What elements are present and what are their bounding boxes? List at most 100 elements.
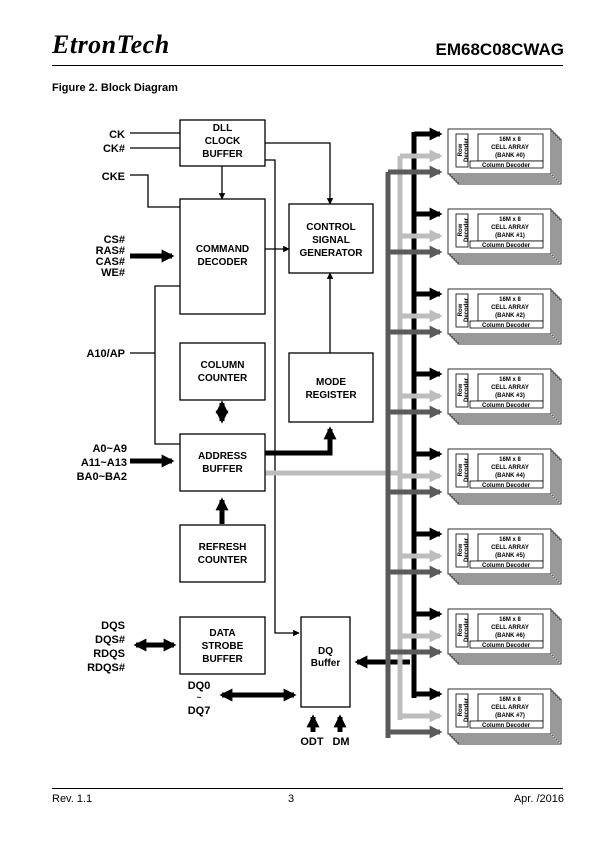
refresh-counter-block	[179, 524, 266, 583]
column-counter-block	[179, 342, 266, 401]
refresh-counter-label-2: COUNTER	[198, 555, 248, 566]
cell-array-label: CELL ARRAY	[491, 705, 529, 711]
control-label-2: SIGNAL	[312, 235, 350, 246]
column-decoder-label: Column Decoder	[482, 723, 531, 729]
signal-ck: CK	[109, 129, 125, 141]
control-label-1: CONTROL	[306, 222, 355, 233]
row-decoder-label-2: Decoder	[464, 137, 470, 162]
bank-stubs	[388, 127, 443, 739]
row-decoder-label-2: Decoder	[464, 537, 470, 562]
signal-odt: ODT	[300, 736, 324, 748]
address-buffer-label-2: BUFFER	[202, 464, 243, 475]
cell-array-label: CELL ARRAY	[491, 145, 529, 151]
column-decoder-box	[469, 320, 544, 329]
footer-revision: Rev. 1.1	[52, 793, 93, 805]
bank-id-label: (BANK #0)	[495, 153, 525, 159]
dll-label-1: DLL	[213, 123, 232, 134]
footer-page: 3	[288, 793, 295, 805]
row-decoder-label: Row	[458, 303, 464, 316]
data-strobe-label-3: BUFFER	[202, 654, 243, 665]
signal-dm: DM	[332, 736, 349, 748]
row-decoder-label: Row	[458, 463, 464, 476]
row-decoder-box	[455, 453, 469, 488]
command-label-1: COMMAND	[196, 244, 249, 255]
row-decoder-box	[455, 373, 469, 408]
column-counter-label-2: COUNTER	[198, 373, 248, 384]
cell-array-label: CELL ARRAY	[491, 545, 529, 551]
cell-array-box	[477, 533, 544, 562]
bank-id-label: (BANK #6)	[495, 633, 525, 639]
signal-a11-a13: A11~A13	[81, 457, 127, 469]
mode-register-label-2: REGISTER	[305, 390, 357, 401]
bank-size-label: 16M x 8	[499, 297, 521, 303]
company-logo: EtronTech	[52, 30, 170, 59]
column-decoder-label: Column Decoder	[482, 403, 531, 409]
bank-id-label: (BANK #5)	[495, 553, 525, 559]
row-decoder-label: Row	[458, 383, 464, 396]
signal-we: WE#	[101, 267, 125, 279]
cell-array-box	[477, 373, 544, 402]
thin-connections	[130, 132, 334, 637]
dll-label-2: CLOCK	[205, 136, 241, 147]
row-decoder-label: Row	[458, 143, 464, 156]
signal-dqs: DQS	[101, 620, 125, 632]
bank-id-label: (BANK #7)	[495, 713, 525, 719]
bank-size-label: 16M x 8	[499, 137, 521, 143]
bank-id-label: (BANK #4)	[495, 473, 525, 479]
cell-array-label: CELL ARRAY	[491, 305, 529, 311]
row-decoder-box	[455, 533, 469, 568]
dll-label-3: BUFFER	[202, 149, 243, 160]
command-decoder-block	[179, 198, 266, 315]
control-label-3: GENERATOR	[300, 248, 364, 259]
dq-buffer-label-2: Buffer	[311, 658, 341, 669]
signal-dqs-n: DQS#	[95, 634, 125, 646]
row-decoder-label: Row	[458, 623, 464, 636]
signal-cas: CAS#	[96, 256, 125, 268]
row-decoder-label: Row	[458, 543, 464, 556]
column-decoder-box	[469, 400, 544, 409]
row-decoder-label-2: Decoder	[464, 617, 470, 642]
row-decoder-box	[455, 613, 469, 648]
bank-id-label: (BANK #2)	[495, 313, 525, 319]
row-decoder-label-2: Decoder	[464, 377, 470, 402]
column-decoder-label: Column Decoder	[482, 483, 531, 489]
row-decoder-label-2: Decoder	[464, 457, 470, 482]
cell-array-label: CELL ARRAY	[491, 465, 529, 471]
bank-size-label: 16M x 8	[499, 697, 521, 703]
column-decoder-box	[469, 240, 544, 249]
column-decoder-box	[469, 480, 544, 489]
refresh-counter-label-1: REFRESH	[199, 542, 247, 553]
signal-a0-a9: A0~A9	[92, 443, 127, 455]
row-decoder-label: Row	[458, 223, 464, 236]
command-label-2: DECODER	[197, 257, 248, 268]
dq-buffer-block	[300, 616, 351, 708]
signal-cs: CS#	[104, 234, 125, 246]
cell-array-box	[477, 293, 544, 322]
cell-array-box	[477, 613, 544, 642]
row-decoder-box	[455, 293, 469, 328]
row-decoder-label-2: Decoder	[464, 697, 470, 722]
bank-id-label: (BANK #1)	[495, 233, 525, 239]
bank-size-label: 16M x 8	[499, 217, 521, 223]
column-decoder-box	[469, 720, 544, 729]
signal-cke: CKE	[102, 171, 125, 183]
bank-size-label: 16M x 8	[499, 617, 521, 623]
address-buffer-label-1: ADDRESS	[198, 451, 247, 462]
dq-buffer-label-1: DQ	[318, 646, 333, 657]
signal-ras: RAS#	[96, 245, 125, 257]
address-buffer-block	[179, 433, 266, 492]
bank-id-label: (BANK #3)	[495, 393, 525, 399]
signal-dq-tilde: ~	[197, 693, 202, 702]
signal-rdqs-n: RDQS#	[87, 662, 125, 674]
data-strobe-buffer-block	[179, 616, 266, 675]
data-strobe-label-2: STROBE	[202, 641, 244, 652]
column-decoder-box	[469, 640, 544, 649]
row-decoder-box	[455, 213, 469, 248]
